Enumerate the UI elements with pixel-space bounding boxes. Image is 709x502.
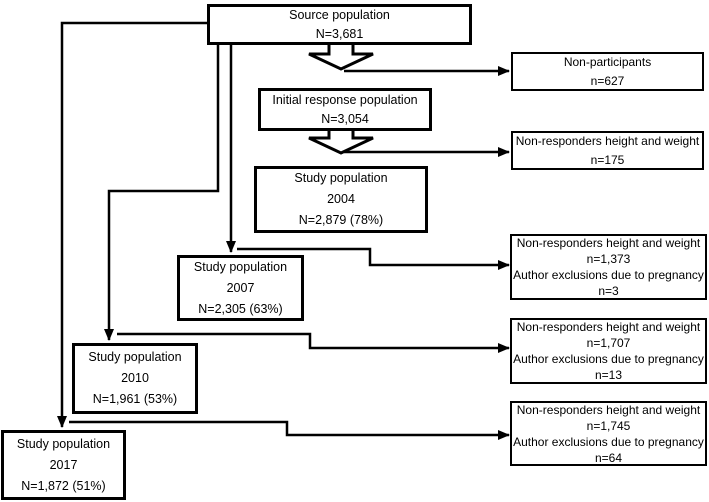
box-text-line: Study population [16,436,111,451]
box-text-line: N=2,305 (63%) [198,301,283,316]
arrow-to-non-responders-1373 [237,247,510,270]
box-text-line: Non-responders height and weight [516,402,701,417]
box-text-line: Author exclusions due to pregnancy [513,434,704,449]
box-non-responders-1707: Non-responders height and weight n=1,707… [510,318,707,384]
box-text-line: Non-participants [563,54,652,69]
box-study-population-2017: Study population 2017 N=1,872 (51%) [1,430,126,500]
box-source-population: Source population N=3,681 [207,4,472,45]
chevron-down-icon [308,43,374,71]
box-text-line: Non-responders height and weight [516,236,701,250]
box-text-line: 2007 [226,280,255,295]
box-text-line: Source population [289,7,390,22]
box-text-line: n=175 [590,152,625,167]
box-non-participants: Non-participants n=627 [511,52,704,91]
box-text-line: n=1,745 [586,418,631,433]
box-text-line: Non-responders height and weight [516,320,701,334]
box-text-line: n=627 [590,73,625,88]
box-non-responders-1373: Non-responders height and weight n=1,373… [510,234,707,300]
box-text-line: n=13 [594,368,623,382]
box-non-responders-175: Non-responders height and weight n=175 [511,131,704,170]
arrow-to-non-responders-1745 [69,420,510,440]
box-text-line: 2010 [121,371,149,385]
box-text-line: 2017 [49,457,78,472]
box-initial-response-population: Initial response population N=3,054 [258,88,432,131]
box-text-line: N=3,054 [321,111,369,126]
box-text-line: Author exclusions due to pregnancy [513,268,704,282]
box-text-line: n=1,707 [586,336,631,350]
box-study-population-2010: Study population 2010 N=1,961 (53%) [72,343,198,414]
box-text-line: n=64 [594,450,623,465]
box-text-line: Study population [193,259,288,274]
box-text-line: Non-responders height and weight [515,133,700,148]
box-text-line: 2004 [327,192,355,206]
box-text-line: N=2,879 (78%) [298,213,384,227]
arrow-to-non-responders-1707 [117,332,510,353]
box-study-population-2007: Study population 2007 N=2,305 (63%) [177,255,304,321]
box-text-line: N=1,872 (51%) [21,478,106,493]
box-non-responders-1745: Non-responders height and weight n=1,745… [510,401,707,466]
box-text-line: N=3,681 [315,26,364,41]
box-text-line: n=3 [598,284,619,298]
arrow-source-to-study-2010 [104,42,220,341]
arrow-source-to-study-2017 [57,21,207,428]
box-text-line: Initial response population [272,92,418,107]
box-text-line: Study population [294,171,388,185]
box-text-line: Author exclusions due to pregnancy [513,352,704,366]
box-text-line: N=1,961 (53%) [92,392,178,406]
box-study-population-2004: Study population 2004 N=2,879 (78%) [254,166,428,233]
box-text-line: n=1,373 [586,252,631,266]
chevron-down-icon [308,129,374,155]
box-text-line: Study population [88,350,182,364]
